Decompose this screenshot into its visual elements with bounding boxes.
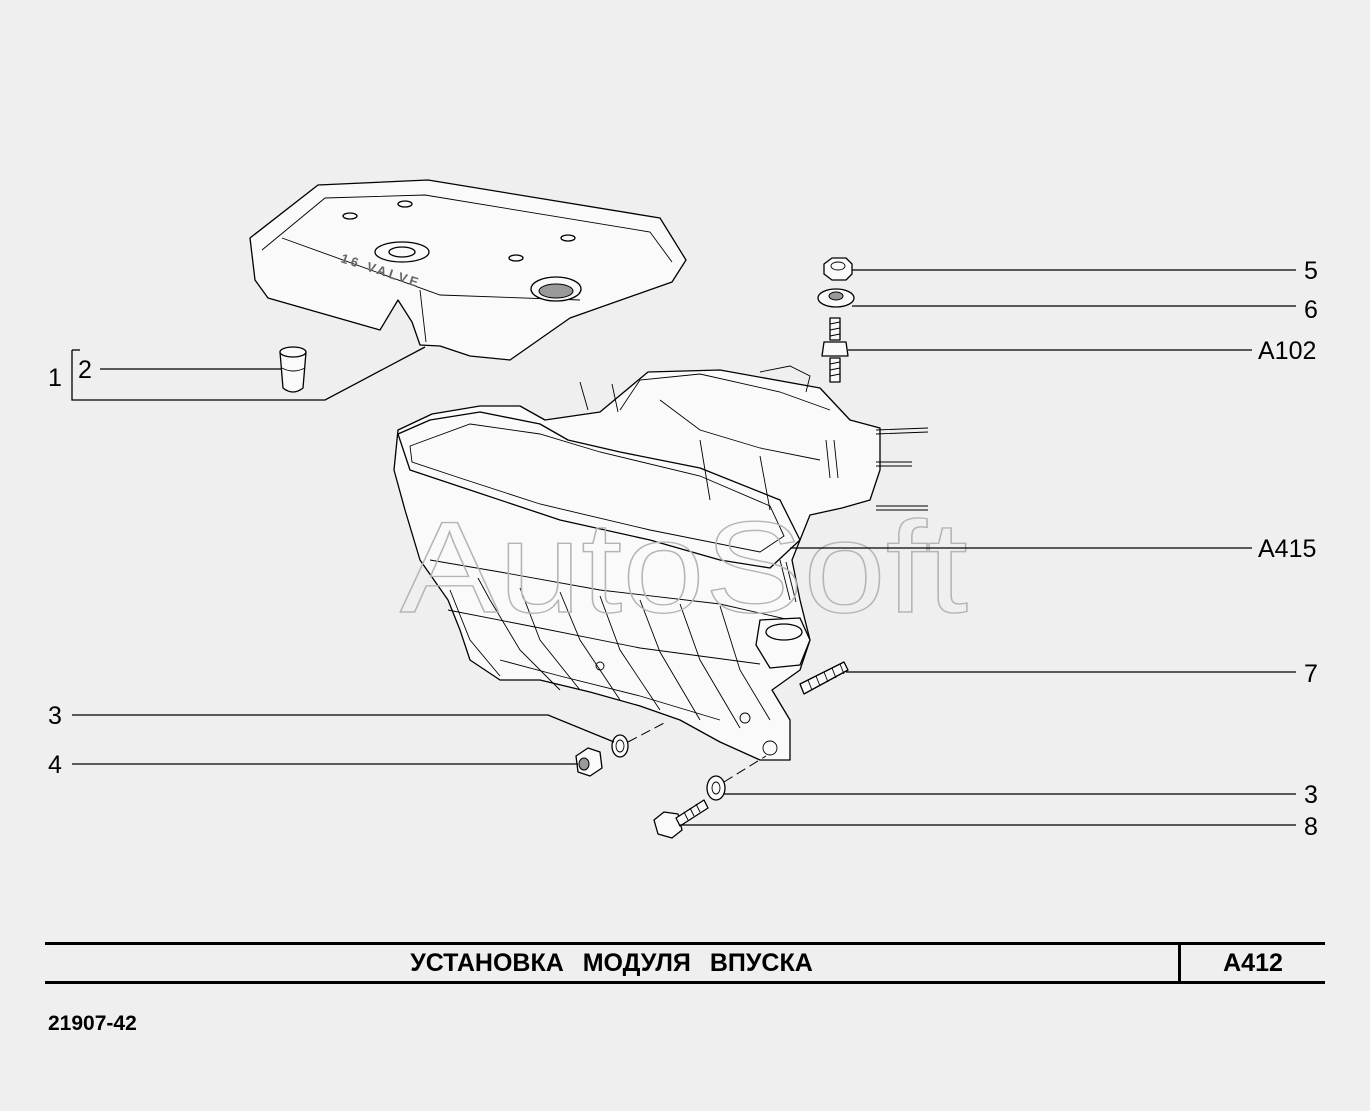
- callout-7: 7: [1304, 660, 1318, 688]
- callout-3-right: 3: [1304, 781, 1318, 809]
- title-block: УСТАНОВКА МОДУЛЯ ВПУСКА A412: [45, 942, 1325, 984]
- cover-plug[interactable]: [279, 346, 307, 393]
- washer-part-6[interactable]: [817, 288, 855, 308]
- washer-part-3-left[interactable]: [611, 734, 629, 758]
- nut-part-4[interactable]: [575, 747, 603, 777]
- title-divider: [1178, 945, 1181, 981]
- callout-4: 4: [48, 751, 62, 779]
- callout-a102: A102: [1258, 337, 1316, 365]
- callout-3-left: 3: [48, 702, 62, 730]
- document-code: 21907-42: [48, 1012, 137, 1035]
- section-code: A412: [1223, 949, 1283, 977]
- bolt-part-8[interactable]: [653, 799, 709, 839]
- callout-2: 2: [78, 356, 92, 384]
- stud-a102[interactable]: [821, 317, 849, 383]
- page-title: УСТАНОВКА МОДУЛЯ ВПУСКА: [410, 949, 813, 977]
- watermark: AutoSoft: [400, 494, 968, 640]
- nut-part-5[interactable]: [823, 257, 853, 281]
- stud-part-7[interactable]: [799, 661, 849, 695]
- callout-labels: 1 2 5 6 A102 A415 7 3 4 3 8: [48, 257, 1318, 841]
- engine-cover[interactable]: 16 VALVE: [249, 179, 687, 361]
- leader-lines: [71, 269, 1296, 826]
- callout-6: 6: [1304, 296, 1318, 324]
- callout-5: 5: [1304, 257, 1318, 285]
- washer-part-3-right[interactable]: [706, 775, 726, 801]
- callout-8: 8: [1304, 813, 1318, 841]
- callout-1: 1: [48, 364, 62, 392]
- intake-manifold[interactable]: [393, 365, 929, 761]
- callout-a415: A415: [1258, 535, 1316, 563]
